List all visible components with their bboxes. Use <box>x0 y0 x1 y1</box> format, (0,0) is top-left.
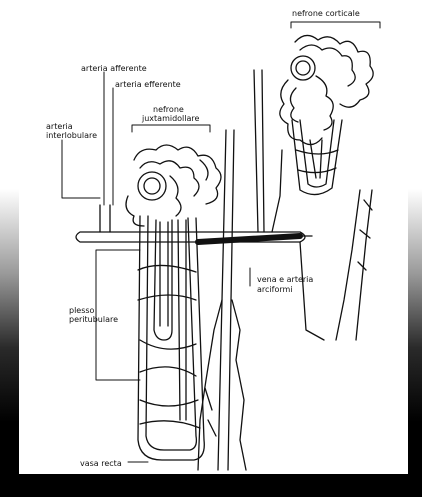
label-nefrone-juxta-line2: juxtamidollare <box>142 114 199 123</box>
juxtamedullary-nephron <box>126 145 221 460</box>
label-vena-arteria-line2: arciformi <box>257 285 293 294</box>
label-arteria-interlobulare-line1: arteria <box>46 122 73 131</box>
arcuate-vessels <box>76 232 312 242</box>
label-arteria-efferente: arteria efferente <box>115 80 181 89</box>
label-vasa-recta: vasa recta <box>80 459 122 468</box>
cortical-nephron <box>280 35 373 194</box>
label-plesso-line1: plesso <box>69 306 94 315</box>
label-vena-arteria-line1: vena e arteria <box>257 275 313 284</box>
label-arteria-interlobulare-line2: interlobulare <box>46 131 97 140</box>
label-plesso-line2: peritubulare <box>69 315 118 324</box>
label-arteria-afferente: arteria afferente <box>81 64 147 73</box>
label-nefrone-juxta-line1: nefrone <box>153 105 184 114</box>
cortical-trunks <box>300 190 372 340</box>
label-nefrone-corticale: nefrone corticale <box>292 9 360 18</box>
